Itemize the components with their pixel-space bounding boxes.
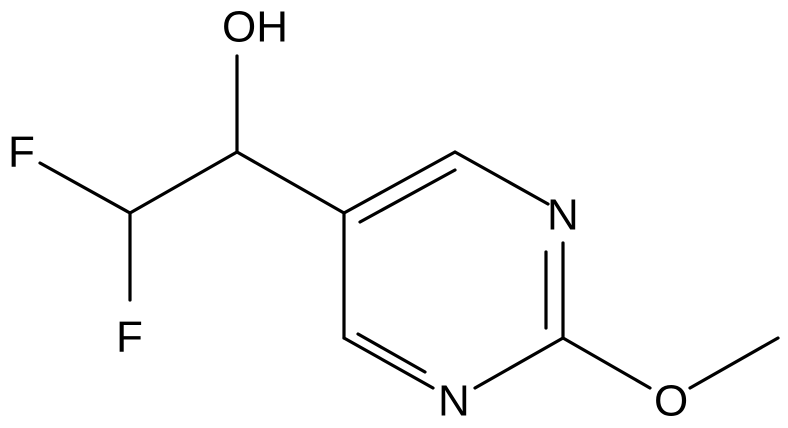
bond-ring-c5-c4-inner bbox=[358, 168, 457, 224]
bond-ring-c2-n1 bbox=[473, 336, 565, 390]
bond-ring-c5-c4 bbox=[342, 150, 457, 215]
ring-nitrogen-upper-label: N bbox=[547, 191, 579, 240]
bond-c2-to-methoxy-o bbox=[561, 336, 652, 390]
hydroxyl-label: OH bbox=[222, 3, 288, 52]
methoxy-oxygen-label: O bbox=[654, 377, 688, 426]
bond-chf2-to-upper-f bbox=[38, 161, 132, 215]
bond-carbinol-to-ring bbox=[235, 150, 346, 215]
fluorine-lower-label: F bbox=[116, 313, 143, 362]
bond-carbinol-to-chf2 bbox=[128, 150, 239, 215]
bond-methoxy-o-to-methyl bbox=[688, 336, 780, 390]
ring-nitrogen-lower-label: N bbox=[438, 377, 470, 426]
fluorine-upper-label: F bbox=[8, 128, 35, 177]
bond-ring-c4-n3 bbox=[453, 150, 550, 206]
bond-ring-n1-c6 bbox=[342, 336, 435, 390]
bond-ring-n1-c6-inner bbox=[356, 332, 427, 374]
